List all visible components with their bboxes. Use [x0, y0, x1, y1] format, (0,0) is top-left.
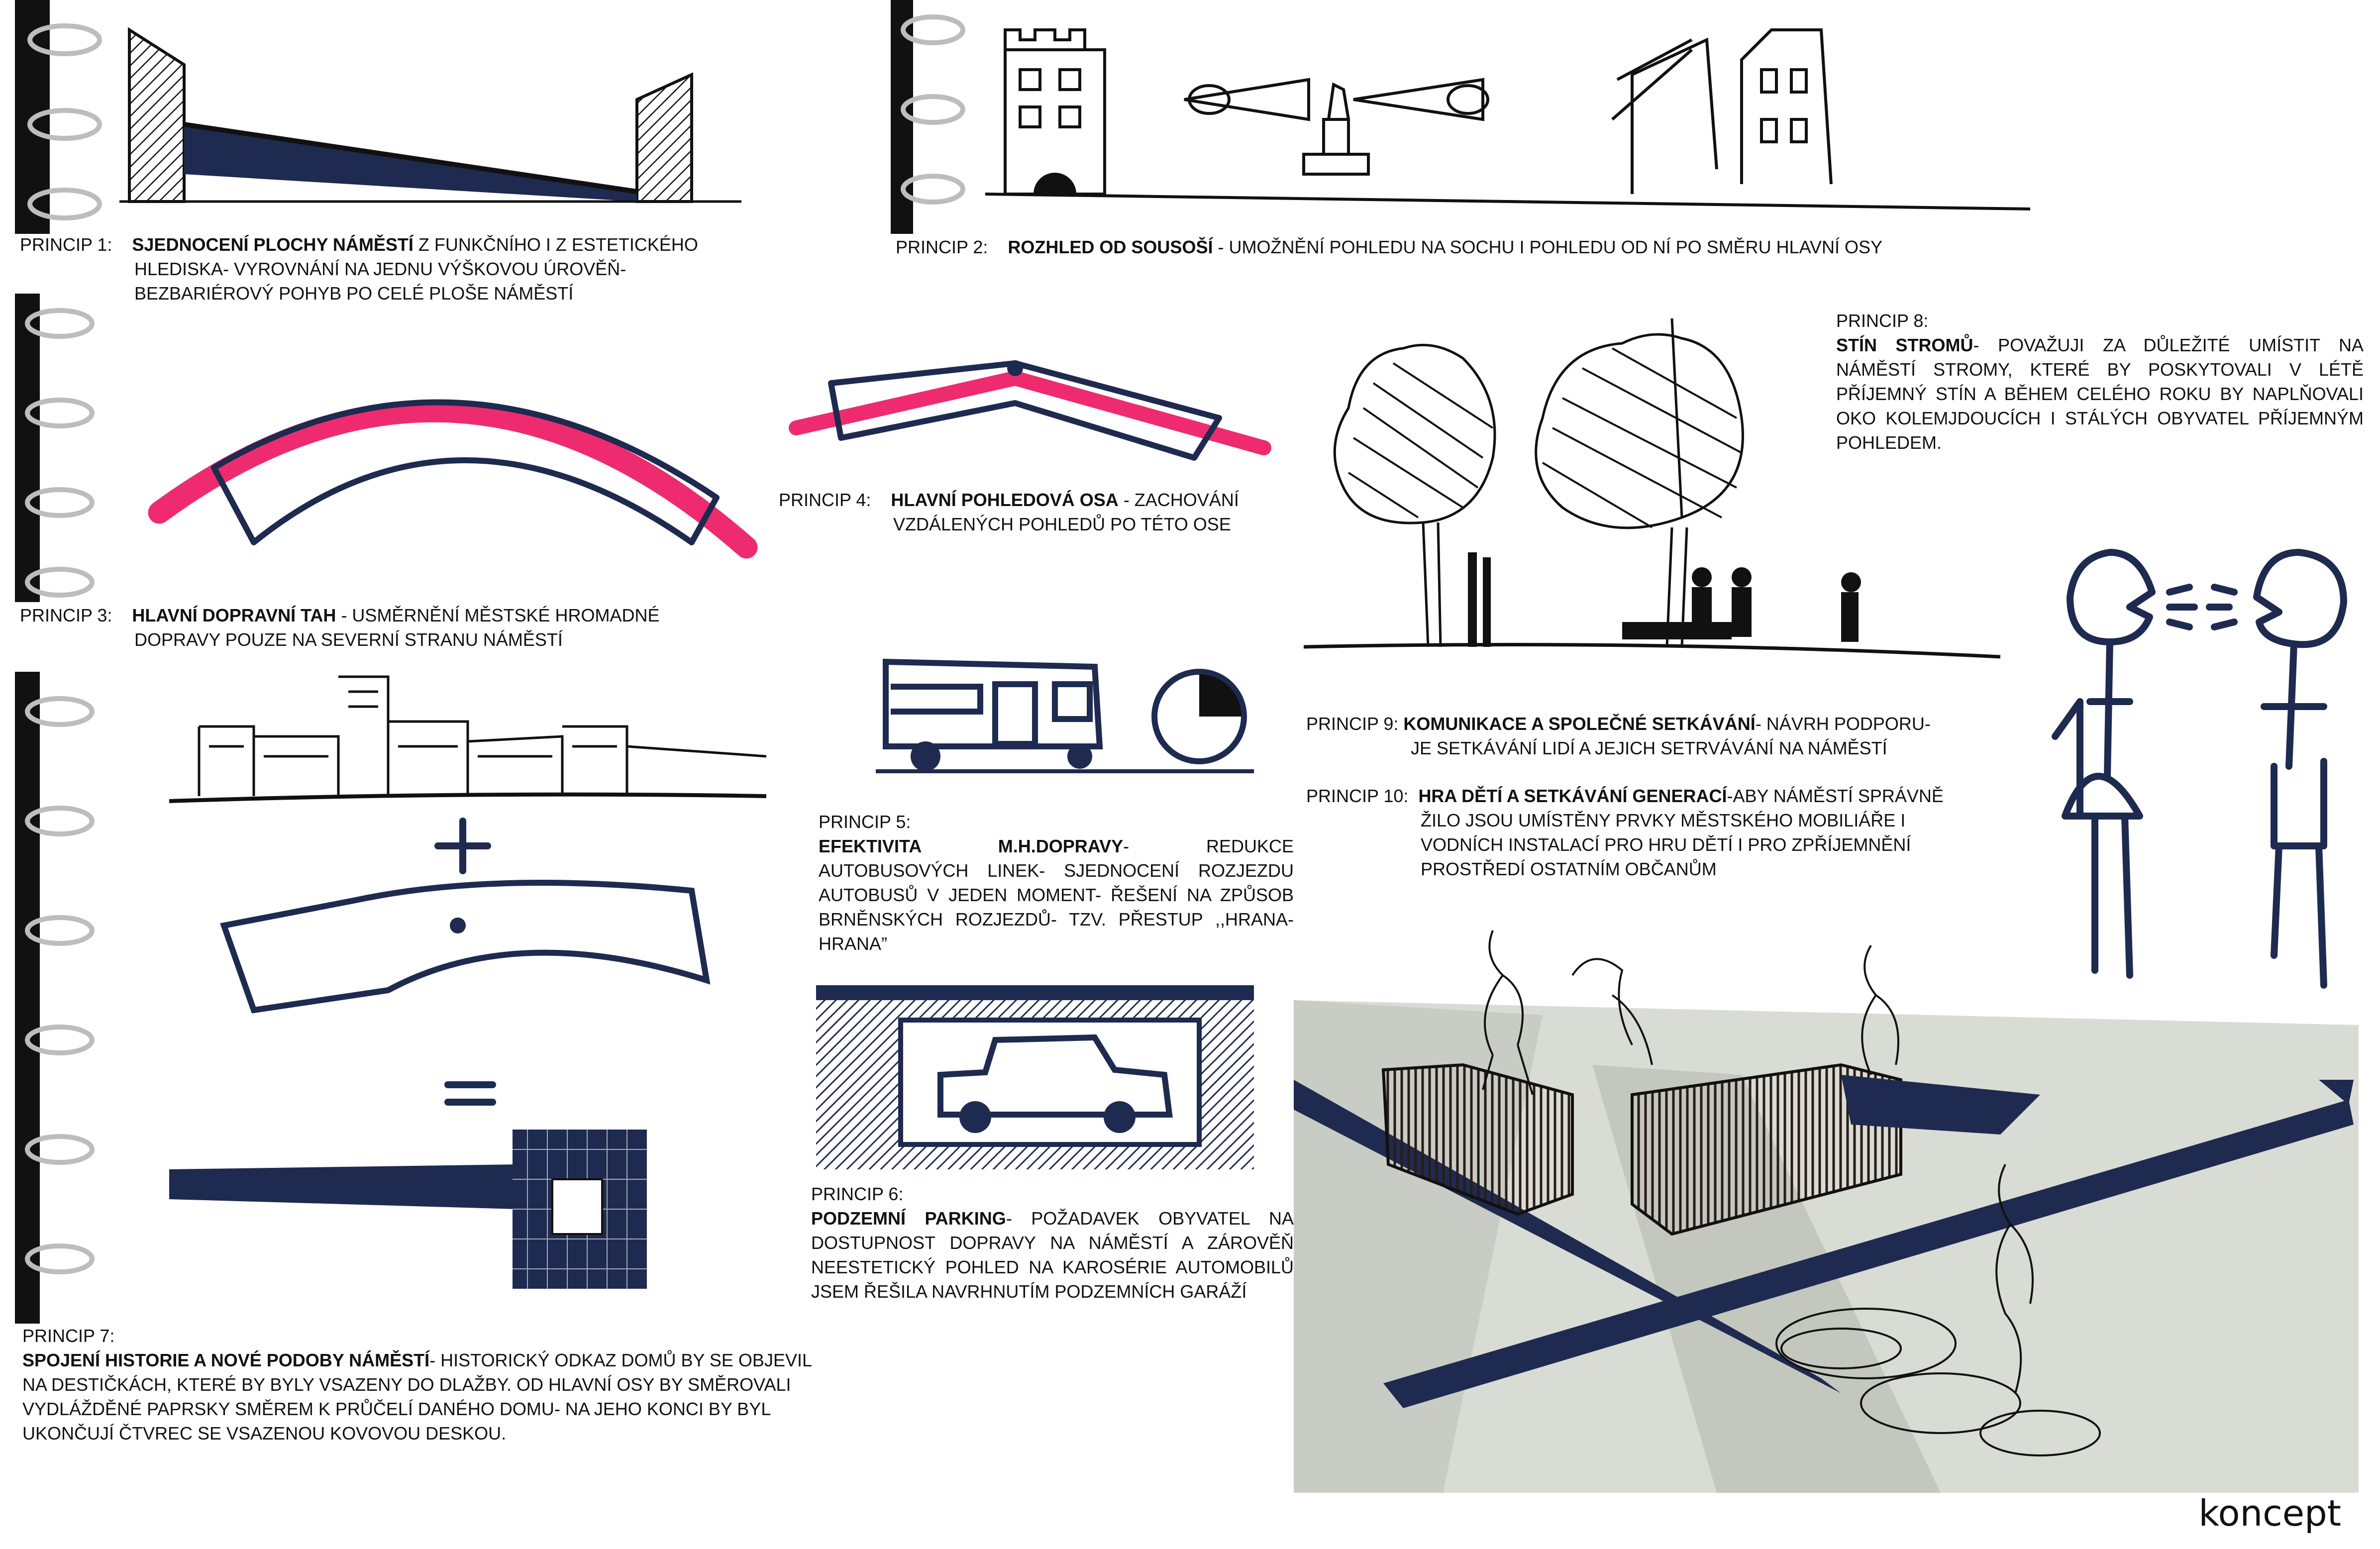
principle-10-text-1: -ABY NÁMĚSTÍ SPRÁVNĚ — [1727, 786, 1944, 806]
principle-8-prefix: PRINCIP 8: — [1836, 310, 1929, 331]
principle-2-caption: PRINCIP 2: ROZHLED OD SOUSOŠÍ - UMOŽNĚNÍ… — [896, 235, 2090, 259]
binder-strip-mid-left — [15, 294, 95, 602]
principle-4-line-1: PRINCIP 4: HLAVNÍ POHLEDOVÁ OSA - ZACHOV… — [779, 488, 1306, 512]
principle-5-text: - REDUKCE AUTOBUSOVÝCH LINEK- SJEDNOCENÍ… — [819, 836, 1294, 954]
principle-10-text-3: VODNÍCH INSTALACÍ PRO HRU DĚTÍ I PRO ZPŘ… — [1421, 834, 1911, 855]
principle-6-body: PODZEMNÍ PARKING- POŽADAVEK OBYVATEL NA … — [811, 1206, 1294, 1304]
principle-2-prefix: PRINCIP 2: — [896, 237, 988, 257]
principle-4-caption: PRINCIP 4: HLAVNÍ POHLEDOVÁ OSA - ZACHOV… — [779, 488, 1306, 536]
principle-10-prefix: PRINCIP 10: — [1306, 786, 1409, 806]
principle-7-caption: PRINCIP 7: SPOJENÍ HISTORIE A NOVÉ PODOB… — [22, 1324, 814, 1446]
sketch-p6-underground-parking — [816, 985, 1254, 1169]
principle-5-prefix: PRINCIP 5: — [819, 812, 911, 832]
sketch-p9-communication — [2052, 549, 2347, 989]
principle-1-text-1: Z FUNKČNÍHO I Z ESTETICKÉHO — [418, 234, 698, 255]
principle-5-title: EFEKTIVITA M.H.DOPRAVY — [819, 836, 1124, 856]
principle-6-caption: PRINCIP 6: PODZEMNÍ PARKING- POŽADAVEK O… — [811, 1182, 1294, 1304]
principle-6-prefix: PRINCIP 6: — [811, 1184, 904, 1204]
principle-7-body: SPOJENÍ HISTORIE A NOVÉ PODOBY NÁMĚSTÍ- … — [22, 1348, 814, 1446]
principle-9-caption: PRINCIP 9: KOMUNIKACE A SPOLEČNÉ SETKÁVÁ… — [1306, 712, 2028, 760]
principle-9-title: KOMUNIKACE A SPOLEČNÉ SETKÁVÁNÍ — [1403, 714, 1756, 734]
principle-7-text: - HISTORICKÝ ODKAZ DOMŮ BY SE OBJEVIL NA… — [22, 1350, 812, 1444]
sketch-p1-level-square — [119, 27, 741, 203]
sketch-p2-view-from-statue — [985, 28, 2031, 210]
sketch-p3-traffic-band — [148, 399, 758, 559]
principle-9-line-1: PRINCIP 9: KOMUNIKACE A SPOLEČNÉ SETKÁVÁ… — [1306, 712, 2028, 736]
principle-1-prefix: PRINCIP 1: — [20, 234, 112, 255]
principle-1-line-1: PRINCIP 1: SJEDNOCENÍ PLOCHY NÁMĚSTÍ Z F… — [20, 232, 796, 257]
principle-1-caption: PRINCIP 1: SJEDNOCENÍ PLOCHY NÁMĚSTÍ Z F… — [20, 232, 796, 306]
principle-3-prefix: PRINCIP 3: — [20, 605, 112, 625]
binder-strip-top-middle — [891, 0, 965, 234]
binder-strip-top-left — [15, 0, 102, 234]
principle-7-title: SPOJENÍ HISTORIE A NOVÉ PODOBY NÁMĚSTÍ — [22, 1350, 430, 1370]
sketch-p8-tree-shade — [1303, 318, 2001, 659]
principle-7-prefix: PRINCIP 7: — [22, 1326, 115, 1346]
sketch-p10-play-and-meeting — [1294, 930, 2359, 1493]
principle-10-text-2: ŽILO JSOU UMÍSTĚNY PRVKY MĚSTSKÉHO MOBIL… — [1421, 810, 1906, 830]
principle-2-title: ROZHLED OD SOUSOŠÍ — [1008, 237, 1213, 257]
principle-4-text-2: VZDÁLENÝCH POHLEDŮ PO TÉTO OSE — [893, 514, 1231, 534]
sketch-p4-viewing-axis — [789, 360, 1271, 461]
sketch-p7-history-new-form — [169, 675, 767, 1289]
principle-10-caption: PRINCIP 10: HRA DĚTÍ A SETKÁVÁNÍ GENERAC… — [1306, 784, 2028, 881]
principle-10-line-1: PRINCIP 10: HRA DĚTÍ A SETKÁVÁNÍ GENERAC… — [1306, 784, 2028, 808]
principle-8-body: STÍN STROMŮ- POVAŽUJI ZA DŮLEŽITÉ UMÍSTI… — [1836, 333, 2364, 455]
principle-9-text-2: JE SETKÁVÁNÍ LIDÍ A JEJICH SETRVÁVÁNÍ NA… — [1411, 738, 1887, 758]
principle-1-title: SJEDNOCENÍ PLOCHY NÁMĚSTÍ — [132, 234, 414, 255]
page-footer-label: koncept — [2198, 1492, 2341, 1534]
principle-3-title: HLAVNÍ DOPRAVNÍ TAH — [132, 605, 336, 625]
principle-1-text-3: BEZBARIÉROVÝ POHYB PO CELÉ PLOŠE NÁMĚSTÍ — [134, 283, 574, 304]
principle-8-caption: PRINCIP 8: STÍN STROMŮ- POVAŽUJI ZA DŮLE… — [1836, 309, 2364, 455]
binder-strip-bottom-left — [15, 672, 95, 1324]
principle-4-text-1: - ZACHOVÁNÍ — [1123, 490, 1239, 510]
principle-3-line-1: PRINCIP 3: HLAVNÍ DOPRAVNÍ TAH - USMĚRNĚ… — [20, 603, 766, 627]
principle-10-title: HRA DĚTÍ A SETKÁVÁNÍ GENERACÍ — [1418, 786, 1727, 806]
principle-3-text-2: DOPRAVY POUZE NA SEVERNÍ STRANU NÁMĚSTÍ — [134, 629, 563, 650]
principle-9-text-1: - NÁVRH PODPORU- — [1755, 714, 1931, 734]
sketch-p5-bus-clock — [876, 658, 1254, 773]
principle-1-text-2: HLEDISKA- VYROVNÁNÍ NA JEDNU VÝŠKOVOU ÚR… — [134, 259, 626, 279]
principle-10-text-4: PROSTŘEDÍ OSTATNÍM OBČANŮM — [1421, 859, 1717, 879]
principle-3-caption: PRINCIP 3: HLAVNÍ DOPRAVNÍ TAH - USMĚRNĚ… — [20, 603, 766, 652]
principle-5-caption: PRINCIP 5: EFEKTIVITA M.H.DOPRAVY- REDUK… — [819, 810, 1294, 956]
principle-6-text: - POŽADAVEK OBYVATEL NA DOSTUPNOST DOPRA… — [811, 1208, 1294, 1302]
principle-5-body: EFEKTIVITA M.H.DOPRAVY- REDUKCE AUTOBUSO… — [819, 834, 1294, 956]
principle-2-text: - UMOŽNĚNÍ POHLEDU NA SOCHU I POHLEDU OD… — [1218, 237, 1883, 257]
principle-6-title: PODZEMNÍ PARKING — [811, 1208, 1006, 1229]
principle-4-title: HLAVNÍ POHLEDOVÁ OSA — [891, 490, 1119, 510]
principle-4-prefix: PRINCIP 4: — [779, 490, 871, 510]
principle-9-prefix: PRINCIP 9: — [1306, 714, 1399, 734]
principle-8-title: STÍN STROMŮ — [1836, 335, 1973, 355]
principle-8-text: - POVAŽUJI ZA DŮLEŽITÉ UMÍSTIT NA NÁMĚST… — [1836, 335, 2364, 453]
principle-3-text-1: - USMĚRNĚNÍ MĚSTSKÉ HROMADNÉ — [341, 605, 660, 625]
